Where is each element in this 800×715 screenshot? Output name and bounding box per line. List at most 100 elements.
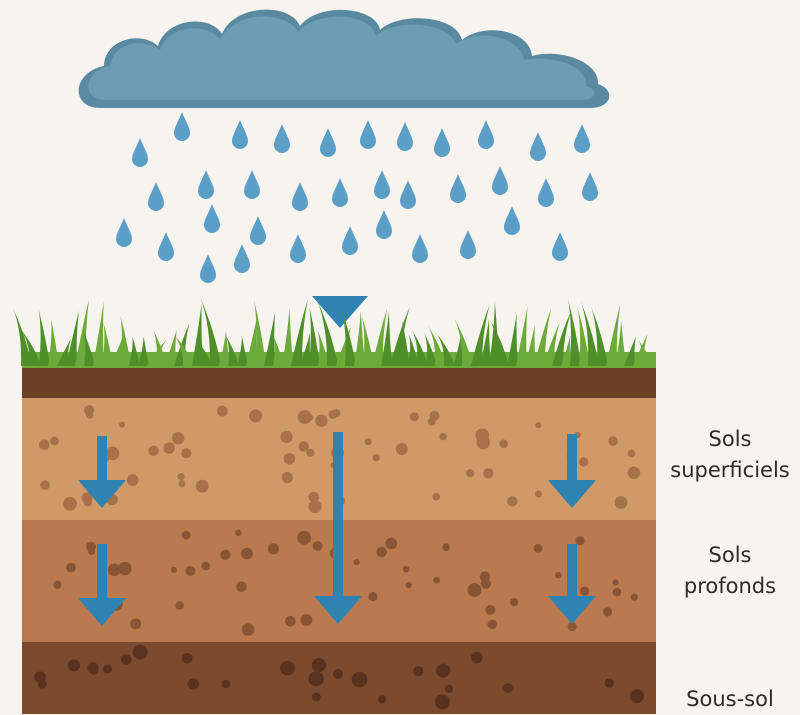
down-arrow-icon (78, 436, 126, 508)
grass-blade (381, 311, 392, 366)
pebble (53, 580, 62, 589)
deep-label-line1: Sols (708, 543, 752, 567)
pebble (578, 457, 589, 467)
pebble (170, 566, 177, 573)
deep-label-line2: profonds (683, 574, 777, 598)
raindrop-icon (460, 230, 476, 259)
pebble (483, 468, 494, 479)
pebble (50, 436, 59, 446)
raindrop-icon (552, 232, 568, 261)
pebble (328, 410, 338, 419)
pebble (308, 491, 320, 503)
pebble (241, 547, 253, 560)
pebble (68, 659, 81, 672)
grass-blade (480, 318, 491, 366)
grass-blade (317, 329, 329, 366)
grass-blade (225, 334, 239, 366)
pebble (485, 604, 496, 615)
pebble (368, 591, 378, 602)
pebble (378, 695, 387, 704)
grass-blade (471, 304, 490, 366)
down-arrow-icon (314, 432, 362, 624)
pebble (402, 565, 410, 573)
pebble (434, 694, 450, 710)
grass-blade (309, 306, 320, 366)
pebble (126, 474, 139, 486)
pebble (177, 472, 185, 481)
pebble (603, 607, 613, 617)
pebble (306, 448, 315, 457)
grass-blade (507, 313, 518, 366)
pebble (249, 409, 263, 423)
raindrop-icon (198, 170, 214, 199)
pebble (130, 618, 142, 630)
pebble (409, 412, 419, 422)
pebble (280, 430, 293, 444)
grass-blade (354, 310, 365, 366)
pebble (308, 500, 322, 514)
pebble (148, 445, 159, 456)
water-flow-arrows (78, 432, 596, 626)
raindrop-icon (232, 120, 248, 149)
pebble (236, 581, 247, 593)
pebble (201, 561, 210, 571)
grass-blade (591, 306, 608, 366)
pebble (395, 443, 408, 455)
pebble (175, 601, 184, 610)
pebble (351, 671, 368, 688)
grass-blade (291, 299, 308, 366)
topsoil-band (22, 366, 656, 398)
grass-blade (138, 336, 149, 366)
raindrop-icon (158, 232, 174, 261)
grass-blade (577, 306, 590, 366)
superficial-soil-label: Sols superficiels (660, 424, 800, 486)
pebble (480, 578, 491, 589)
pebble (217, 405, 228, 417)
grass-blade (147, 339, 167, 366)
pebble (471, 651, 483, 664)
pebble (308, 671, 324, 687)
superficial-label-line1: Sols (708, 427, 752, 451)
pebble (608, 436, 618, 446)
raindrop-icon (504, 206, 520, 235)
pebble (83, 498, 92, 507)
pebble (297, 410, 312, 425)
raindrop-icon (250, 216, 266, 245)
pebble (444, 684, 454, 693)
grass-blade (20, 328, 41, 366)
grass-blade (173, 334, 194, 366)
raindrop-icon (412, 234, 428, 263)
grass-blade (237, 336, 248, 366)
pebble (280, 660, 295, 676)
pebble (181, 530, 191, 540)
grass-blade (454, 318, 473, 366)
pebble (534, 490, 543, 498)
pebble (535, 422, 542, 429)
raindrop-icon (244, 170, 260, 199)
raindrop-icon (574, 124, 590, 153)
pebble (405, 581, 412, 589)
raindrop-icon (332, 178, 348, 207)
raindrop-icon (174, 112, 190, 141)
pebble (604, 678, 614, 688)
grass-blade (153, 329, 167, 366)
raindrop-icon (478, 120, 494, 149)
raindrop-icon (450, 174, 466, 203)
pebble (372, 454, 380, 462)
pebble (376, 546, 387, 558)
pebble (555, 571, 562, 579)
grass-blade (300, 332, 311, 366)
grass-blade (516, 306, 528, 366)
grass-blade (102, 322, 113, 366)
inlet-triangle-icon (312, 296, 368, 328)
pebble (267, 543, 279, 555)
grass-blade (525, 325, 536, 366)
pebble (312, 541, 323, 551)
pebble (467, 583, 482, 597)
raindrop-icon (292, 182, 308, 211)
raindrop-icon (204, 204, 220, 233)
raindrop-icon (116, 218, 132, 247)
pebble (509, 598, 519, 607)
pebble (241, 623, 255, 636)
pebble (298, 441, 309, 452)
